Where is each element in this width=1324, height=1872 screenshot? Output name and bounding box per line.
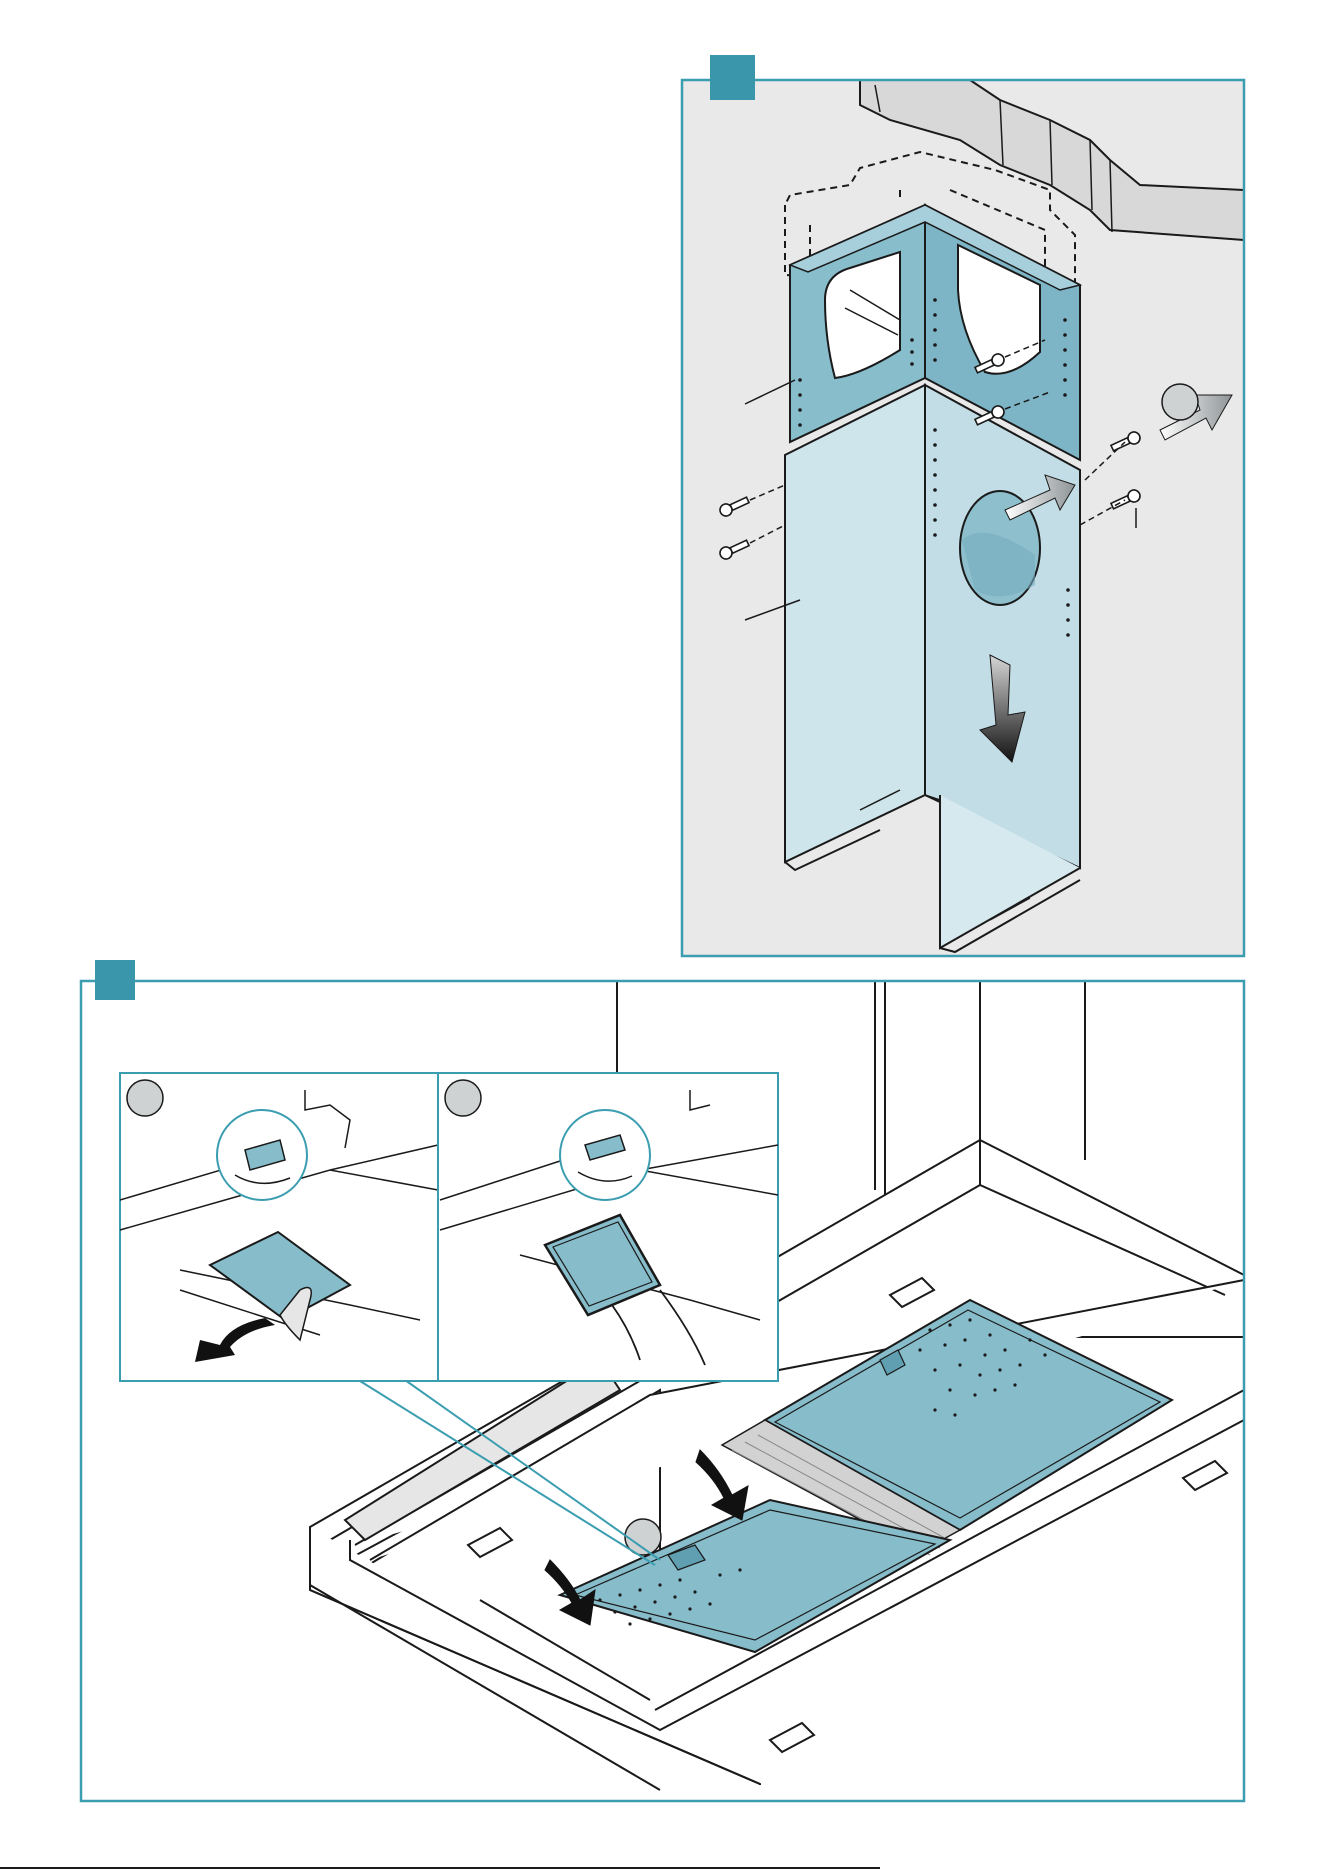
sub-step-badge [1162,384,1198,420]
sub-step-badge [127,1080,163,1116]
sub-step-badge [445,1080,481,1116]
step-badge [95,960,135,1000]
arrow-icon [696,1450,748,1520]
step-badge [710,55,755,100]
inset-fit-filter [438,1073,778,1381]
inset-remove-film [120,1073,438,1381]
panel-chimney-assembly [682,55,1244,956]
